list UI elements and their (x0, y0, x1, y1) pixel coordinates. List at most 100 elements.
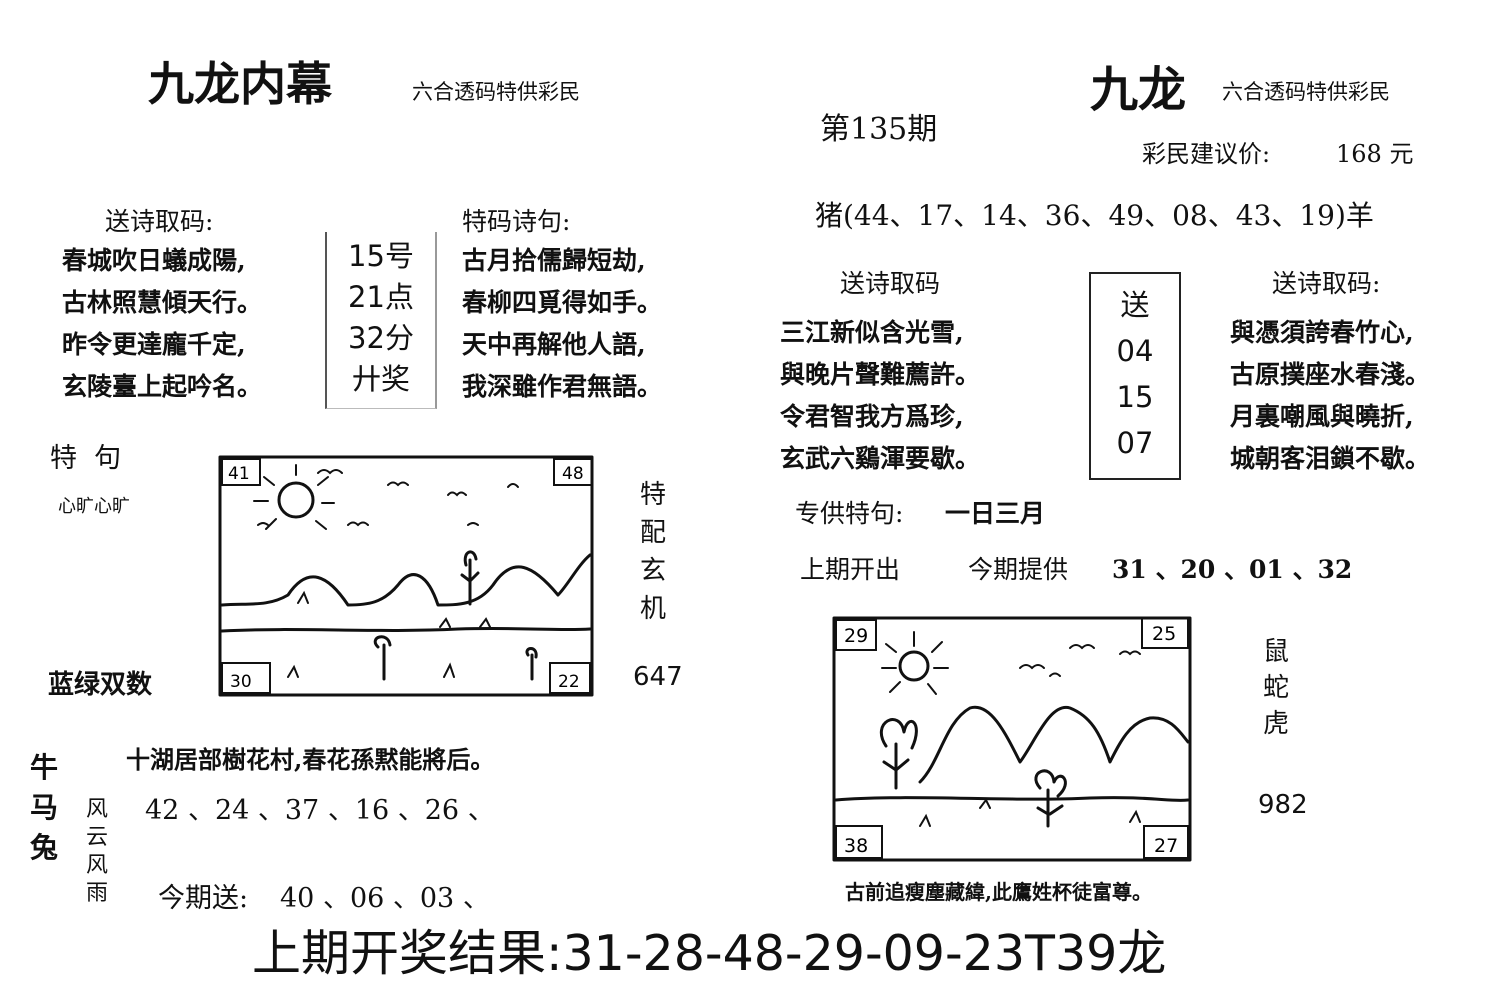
right-poem-a: 三江新似含光雪, 與晚片聲難薦許。 令君智我方爲珍, 玄武六鷄渾要歇。 (780, 312, 980, 480)
left-poem-line: 十湖居部樹花村,春花孫黙能將后。 (126, 745, 495, 774)
poem-line: 玄武六鷄渾要歇。 (780, 444, 981, 473)
poem-line: 古林照慧傾天行。 (62, 288, 263, 317)
ground-line (834, 796, 1190, 802)
zodiac-char: 牛 (30, 751, 59, 784)
poem-line: 月裏嘲風與曉折, (1230, 402, 1414, 431)
corner-box (1143, 825, 1189, 859)
corner-number: 30 (230, 672, 252, 692)
picture-frame (218, 455, 594, 697)
poem-line: 我深雖作君無語。 (462, 372, 663, 401)
jinqi-label: 今期送: (158, 883, 249, 914)
corner-box (1141, 617, 1189, 649)
corner-box (553, 458, 593, 486)
right-poem-b-heading: 送诗取码: (1272, 269, 1381, 298)
mountain-ridge (918, 705, 1190, 784)
left-picture: 41 48 30 22 (218, 455, 594, 697)
corner-number: 29 (844, 625, 868, 647)
right-title: 九龙 (1090, 62, 1187, 118)
left-title: 九龙内幕 (148, 57, 332, 111)
box-line: 15 (1116, 380, 1154, 414)
corner-number: 41 (228, 464, 250, 484)
tejv-text: 心旷心旷 (58, 496, 130, 517)
poem-line: 春城吹日蟻成陽, (62, 246, 246, 275)
left-subtitle: 六合透码特供彩民 (412, 80, 580, 104)
zodiac-char: 鼠 (1263, 637, 1290, 667)
tree-icon (1034, 769, 1067, 828)
poem-line: 三江新似含光雪, (780, 318, 964, 347)
box-line: 32分 (348, 321, 414, 355)
tejv-heading: 特 句 (50, 443, 122, 474)
sun-icon (898, 650, 930, 682)
corner-box (835, 825, 883, 859)
provide-numbers: 31 、20 、01 、32 (1112, 555, 1353, 584)
corner-box (221, 662, 271, 694)
ground-line (220, 626, 592, 633)
num-647: 647 (633, 662, 683, 692)
box-line: 送 (1120, 288, 1150, 322)
sun-icon (277, 481, 315, 519)
send-box: 送 04 15 07 (1089, 272, 1181, 480)
corner-box (221, 458, 261, 486)
right-poem-a-heading: 送诗取码 (840, 269, 941, 298)
poem-line: 天中再解他人語, (462, 330, 646, 359)
tree-icon (460, 550, 480, 606)
zhuangong-value: 一日三月 (945, 499, 1046, 528)
issue-number: 第135期 (820, 112, 938, 147)
picture-frame (832, 616, 1192, 862)
jinqi-numbers: 40 、06 、03 、 (280, 883, 490, 914)
pig-line: 猪(44、17、14、36、49、08、43、19)羊 (815, 199, 1374, 232)
fengyun-char: 风 (86, 797, 109, 822)
corner-number: 27 (1154, 835, 1178, 857)
grass-icons (919, 798, 1141, 827)
sun-rays (881, 631, 949, 695)
grass-icons (287, 590, 491, 678)
left-zodiac-vertical: 牛 马 兔 (30, 748, 58, 868)
vertical-char: 玄 (640, 556, 667, 586)
poem-line: 與憑須誇春竹心, (1230, 318, 1414, 347)
last-label: 上期开出 (800, 555, 901, 584)
lanlv-label: 蓝绿双数 (48, 670, 153, 700)
zodiac-char: 兔 (30, 831, 59, 864)
vertical-char: 特 (640, 480, 667, 510)
tree-icon (525, 647, 538, 681)
corner-number: 48 (562, 464, 584, 484)
num-982: 982 (1258, 790, 1308, 820)
zhuangong-label: 专供特句: (795, 499, 904, 528)
left-poem-a: 春城吹日蟻成陽, 古林照慧傾天行。 昨令更達龐千定, 玄陵臺上起吟名。 (62, 240, 262, 408)
box-line: 廾奖 (351, 362, 410, 396)
right-poem-b: 與憑須誇春竹心, 古原撲座水春淺。 月裏嘲風與曉折, 城朝客泪鎖不歇。 (1230, 312, 1430, 480)
fengyun-vertical: 风 云 风 雨 (86, 796, 108, 908)
provide-label: 今期提供 (968, 555, 1069, 584)
vertical-char: 配 (640, 518, 667, 548)
corner-number: 22 (558, 672, 580, 692)
sun-rays (253, 464, 335, 530)
mountain-ridge (220, 553, 592, 607)
left-side-vertical: 特 配 玄 机 (640, 476, 666, 628)
corner-number: 25 (1152, 623, 1176, 645)
left-poem-b-heading: 特码诗句: (462, 207, 571, 236)
bird-icons (257, 469, 519, 527)
left-numbers-line: 42 、24 、37 、16 、26 、 (145, 795, 495, 826)
box-line: 04 (1116, 334, 1154, 368)
poem-line: 令君智我方爲珍, (780, 402, 964, 431)
poem-line: 與晚片聲難薦許。 (780, 360, 981, 389)
right-zodiac-vertical: 鼠 蛇 虎 (1263, 634, 1289, 742)
tree-icon (879, 718, 918, 790)
box-line: 15号 (348, 239, 414, 273)
box-line: 21点 (348, 280, 414, 314)
poem-line: 城朝客泪鎖不歇。 (1230, 444, 1431, 473)
price-value: 168 元 (1336, 140, 1414, 168)
tree-icon (373, 635, 392, 681)
zodiac-char: 马 (30, 791, 59, 824)
left-poem-b: 古月拾儒歸短劫, 春柳四覓得如手。 天中再解他人語, 我深雖作君無語。 (462, 240, 662, 408)
fengyun-char: 风 (86, 853, 109, 878)
bird-icons (1019, 644, 1141, 677)
corner-box (549, 662, 591, 694)
fengyun-char: 云 (86, 825, 109, 850)
fengyun-char: 雨 (86, 881, 109, 906)
result-line: 上期开奖结果:31-28-48-29-09-23T39龙 (252, 925, 1167, 982)
zodiac-char: 虎 (1263, 709, 1290, 739)
right-picture: 29 25 38 27 (832, 616, 1192, 862)
right-bottom-poem: 古前追瘦塵藏緯,此鷹姓杯徒富尊。 (845, 880, 1152, 904)
corner-number: 38 (844, 835, 868, 857)
